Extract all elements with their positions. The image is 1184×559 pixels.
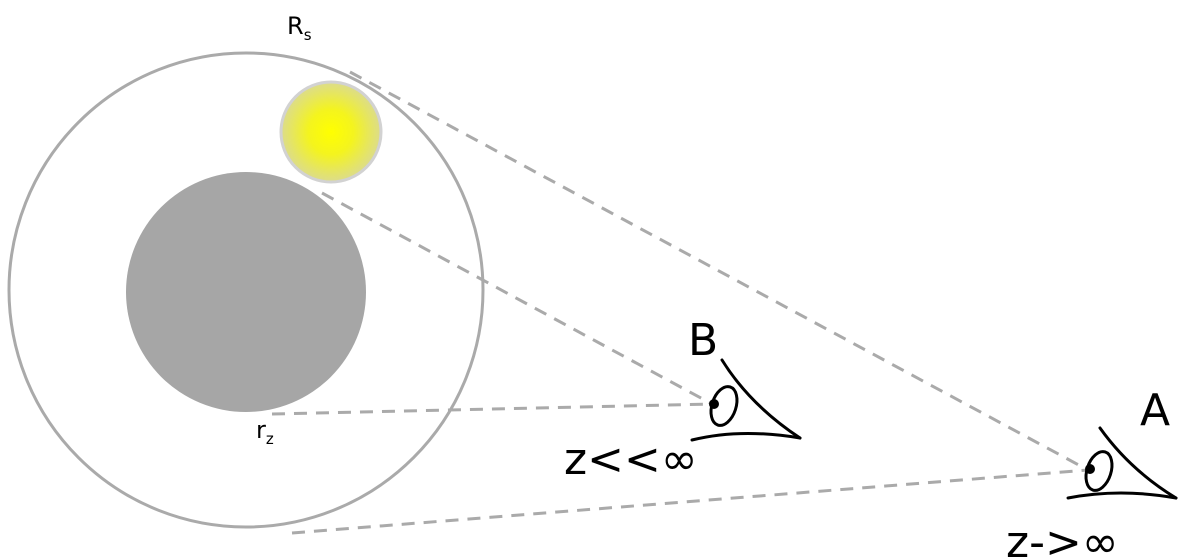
inner-disk-rz	[126, 172, 366, 412]
light-source	[279, 80, 383, 184]
observer-a-label: A	[1140, 385, 1170, 436]
inner-radius-label: rz	[256, 416, 274, 448]
sight-line-b-lower	[271, 402, 713, 416]
inner-radius-label-main: r	[256, 416, 266, 444]
sight-line-a-upper	[349, 70, 1089, 472]
outer-circle-rs	[7, 51, 485, 529]
eye-icon	[690, 358, 802, 442]
observer-a-condition: z->∞	[1006, 517, 1119, 559]
inner-radius-label-sub: z	[266, 430, 274, 448]
observer-b-label: B	[688, 315, 718, 366]
outer-radius-label-sub: s	[304, 26, 312, 44]
outer-radius-label-main: R	[287, 12, 304, 40]
outer-radius-label: Rs	[287, 12, 312, 44]
observer-b-condition: z<<∞	[564, 434, 697, 485]
sight-line-a-lower	[291, 468, 1089, 535]
sight-line-b-upper	[321, 191, 713, 406]
eye-icon	[1066, 426, 1178, 500]
sight-lines	[271, 70, 1089, 535]
